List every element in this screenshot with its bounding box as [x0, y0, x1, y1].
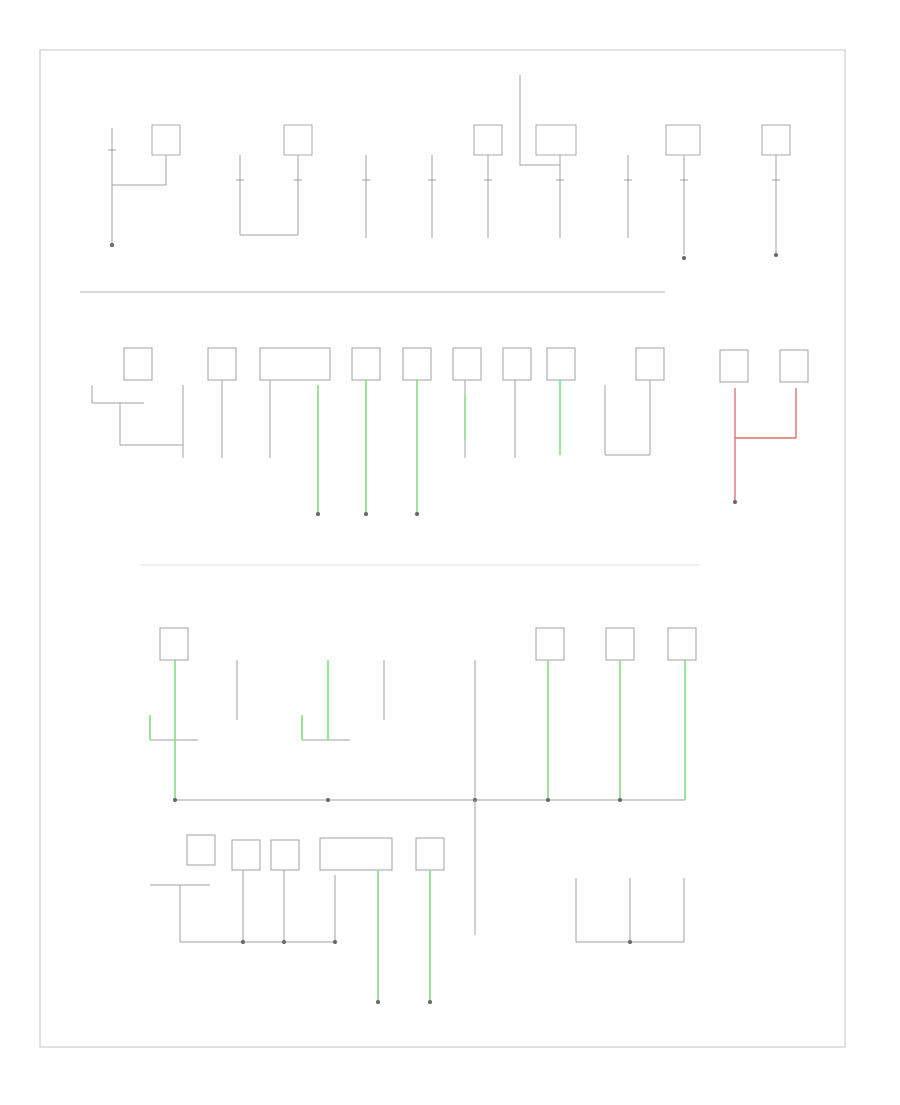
section-4: [150, 800, 685, 943]
section-2-green-wires: [317, 380, 561, 512]
section-2: [91, 347, 809, 458]
connector-marks: [108, 149, 780, 181]
section-2-red-wires: [734, 388, 797, 500]
section-1: [111, 75, 791, 255]
section-2-grounds: [316, 500, 737, 516]
section-3: [150, 627, 697, 801]
section-3-green-wires: [149, 660, 686, 800]
section-4-green-wires: [377, 870, 431, 1000]
section-1-grounds: [110, 243, 778, 260]
section-4-grounds: [241, 940, 632, 1004]
diagram-frame: [39, 49, 846, 1048]
